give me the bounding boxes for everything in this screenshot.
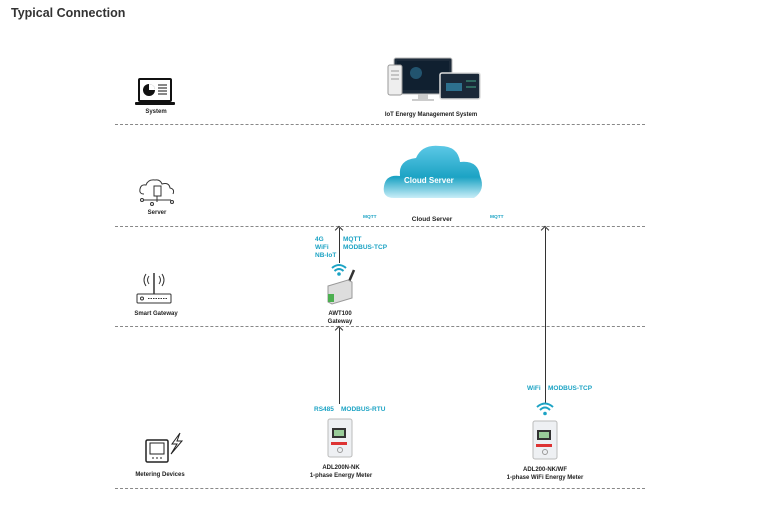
layer-divider [115,326,645,327]
meter1-link: RS485 [314,406,334,413]
router-icon [136,273,172,304]
energy-meter-icon [327,418,353,458]
laptop-chart-icon [135,78,175,105]
meter1-model: ADL200N-NK [322,465,360,471]
gateway-networks: 4G WiFi NB-IoT [315,236,337,259]
meter1-label: ADL200N-NK 1-phase Energy Meter [296,464,386,480]
left-protocol-label: MQTT [363,215,377,220]
layer-divider [115,124,645,125]
system-label: IoT Energy Management System [384,112,478,118]
monitor-devices-icon [387,57,481,101]
meter2-link: WiFi [527,385,541,392]
cloud-label: Cloud Server [411,216,453,223]
layer-label-metering-devices: Metering Devices [135,472,185,478]
meter2-protocol: MODBUS-TCP [548,385,593,392]
layer-divider [115,488,645,489]
meter2-label: ADL200-NK/WF 1-phase WiFi Energy Meter [490,466,600,482]
meter1-description: 1-phase Energy Meter [309,473,373,479]
meter1-protocol: MODBUS-RTU [341,406,386,413]
gateway-name: AWT100 [328,311,352,317]
layer-label-server: Server [147,210,167,216]
meter2-model: ADL200-NK/WF [522,467,567,473]
page-title: Typical Connection [11,6,126,20]
layer-label-smart-gateway: Smart Gateway [134,311,178,317]
meter2-description: 1-phase WiFi Energy Meter [506,475,584,481]
gateway-to-cloud-arrow [339,228,340,263]
gateway-subtitle: Gateway [327,319,353,325]
meter-lightning-icon [145,432,184,463]
layer-divider [115,226,645,227]
meter2-to-cloud-arrow [545,228,546,404]
cloud-server-icon [139,179,175,206]
gateway-protocols: MQTT MODBUS-TCP [343,236,388,251]
right-protocol-label: MQTT [490,215,504,220]
cloud-graphic [383,145,482,198]
gateway-name-block: AWT100 Gateway [312,310,368,326]
cloud-inner-label: Cloud Server [404,176,454,185]
wifi-icon [536,402,554,416]
gateway-device-icon [327,264,356,305]
wifi-energy-meter-icon [532,420,558,460]
layer-label-system: System [145,109,167,115]
meter1-to-gateway-arrow [339,328,340,404]
